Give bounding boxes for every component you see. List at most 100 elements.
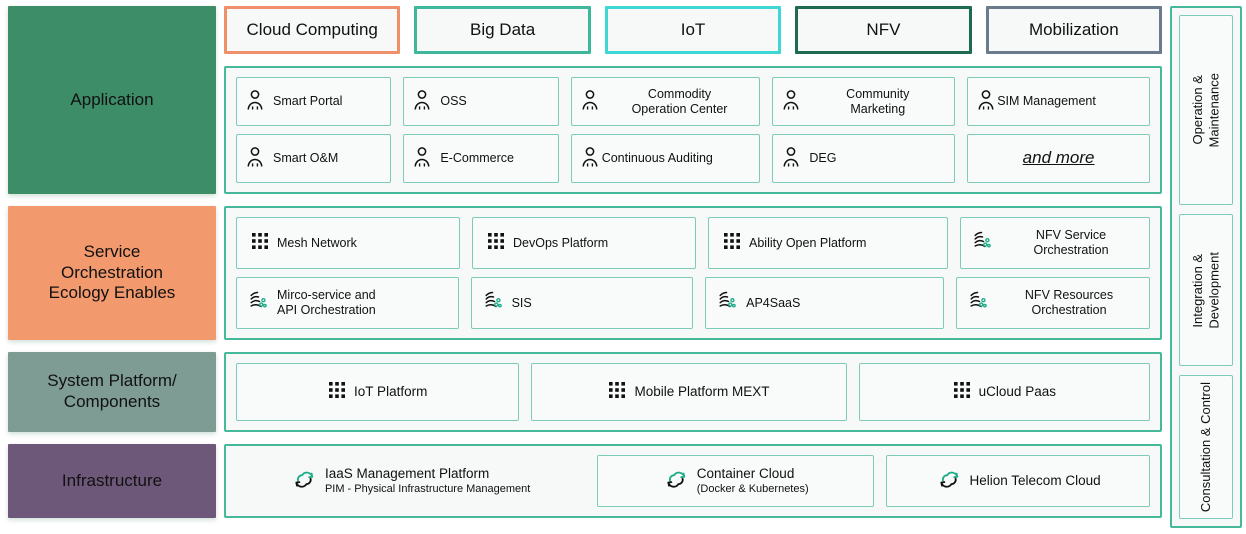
sys-cell-label: Mobile Platform MEXT [634,383,770,399]
application-row-2: Smart O&M E-Commerce Continuous Auditing… [236,134,1150,183]
dots-grid-icon [328,381,346,403]
layer-label-system: System Platform/ Components [8,352,216,432]
tag-label: IoT [680,20,706,39]
inf-cell-subtitle: (Docker & Kubernetes) [696,482,809,495]
tag-label: NFV [866,20,901,39]
person-icon [412,89,432,115]
app-cell-and-more[interactable]: and more [967,134,1150,183]
svc-cell-devops-platform[interactable]: DevOps Platform [472,217,696,269]
tag-label: Mobilization [1028,20,1119,39]
orchestration-icon [714,289,738,317]
sidebar-item-label: Operation & Maintenance [1189,72,1221,148]
app-cell-smart-om[interactable]: Smart O&M [236,134,392,183]
tag-cloud-computing[interactable]: Cloud Computing [224,6,401,54]
layer-infrastructure-text: Infrastructure [61,470,163,490]
svc-cell-nfv-service-orchestration[interactable]: NFV Service Orchestration [960,217,1150,269]
layer-service-text: Service Orchestration Ecology Enables [48,241,176,303]
dots-grid-icon [251,232,269,254]
app-cell-continuous-auditing[interactable]: Continuous Auditing [570,134,761,183]
app-cell-community-marketing[interactable]: Community Marketing [772,77,956,126]
tag-label: Cloud Computing [246,20,378,39]
app-cell-label: OSS [440,94,467,108]
sidebar-item-label: Consultation & Control [1197,381,1213,513]
dots-grid-icon [953,381,971,403]
layer-label-infrastructure: Infrastructure [8,444,216,518]
inf-cell-text: Container Cloud (Docker & Kubernetes) [697,466,809,497]
person-icon [976,89,996,115]
svc-cell-label: Mirco-service and API Orchestration [277,288,376,317]
cloud-icon [291,467,317,495]
tag-iot[interactable]: IoT [604,6,782,54]
inf-cell-subtitle: PIM - Physical Infrastructure Management [324,482,531,495]
svc-cell-label: Mesh Network [277,235,357,250]
app-cell-label: Smart O&M [273,151,339,165]
sidebar-item-operation-maintenance[interactable]: Operation & Maintenance [1179,15,1233,205]
sys-cell-mobile-platform-mext[interactable]: Mobile Platform MEXT [531,363,847,421]
inf-cell-text: IaaS Management Platform PIM - Physical … [325,466,530,497]
app-cell-label: DEG [809,151,837,165]
person-icon [245,89,265,115]
inf-cell-container-cloud[interactable]: Container Cloud (Docker & Kubernetes) [597,455,875,507]
app-cell-e-commerce[interactable]: E-Commerce [403,134,559,183]
orchestration-icon [480,289,504,317]
cloud-icon [936,467,962,495]
application-row-1: Smart Portal OSS Commodity Operation Cen… [236,77,1150,126]
app-cell-sim-management[interactable]: SIM Management [967,77,1150,126]
svc-cell-label: DevOps Platform [513,235,609,250]
svc-cell-sis[interactable]: SIS [470,277,694,329]
sys-cell-ucloud-paas[interactable]: uCloud Paas [858,363,1150,421]
svc-cell-mesh-network[interactable]: Mesh Network [236,217,460,269]
svc-cell-micro-service-api-orchestration[interactable]: Mirco-service and API Orchestration [236,277,459,329]
app-cell-deg[interactable]: DEG [772,134,956,183]
svc-cell-nfv-resources-orchestration[interactable]: NFV Resources Orchestration [956,277,1150,329]
app-cell-label: Community Marketing [846,86,910,116]
sys-cell-iot-platform[interactable]: IoT Platform [236,363,520,421]
layer-labels-column: Application Service Orchestration Ecolog… [8,6,216,528]
person-icon [781,146,801,172]
app-cell-label: Commodity Operation Center [631,86,728,116]
tag-big-data[interactable]: Big Data [414,6,591,54]
app-cell-label: SIM Management [997,94,1096,108]
sidebar-item-label: Integration & Development [1189,251,1221,329]
layer-label-service: Service Orchestration Ecology Enables [8,206,216,340]
app-cell-label: and more [1022,148,1095,168]
inf-cell-helion-telecom-cloud[interactable]: Helion Telecom Cloud [886,455,1150,507]
sidebar-item-integration-development[interactable]: Integration & Development [1179,214,1233,366]
person-icon [412,146,432,172]
app-cell-label: Continuous Auditing [601,151,713,165]
sys-cell-label: IoT Platform [354,383,428,399]
infrastructure-panel: IaaS Management Platform PIM - Physical … [224,444,1162,518]
inf-cell-title: IaaS Management Platform [324,465,490,481]
tag-nfv[interactable]: NFV [795,6,972,54]
dots-grid-icon [723,232,741,254]
app-cell-smart-portal[interactable]: Smart Portal [236,77,392,126]
svc-cell-ap4saas[interactable]: AP4SaaS [705,277,945,329]
person-icon [580,89,600,115]
inf-cell-title: Helion Telecom Cloud [969,472,1101,488]
cross-cutting-sidebar: Operation & Maintenance Integration & De… [1170,6,1242,528]
application-panel: Smart Portal OSS Commodity Operation Cen… [224,66,1162,194]
svc-cell-ability-open-platform[interactable]: Ability Open Platform [708,217,948,269]
orchestration-icon [965,289,989,317]
inf-cell-iaas-management-platform[interactable]: IaaS Management Platform PIM - Physical … [236,455,585,507]
svc-cell-label: NFV Service Orchestration [1033,228,1109,257]
layer-application-text: Application [70,89,154,109]
infrastructure-row-1: IaaS Management Platform PIM - Physical … [236,455,1150,507]
cloud-icon [663,467,689,495]
dots-grid-icon [487,232,505,254]
app-cell-oss[interactable]: OSS [403,77,559,126]
tag-label: Big Data [470,20,536,39]
domain-tag-row: Cloud Computing Big Data IoT NFV Mobiliz… [224,6,1163,54]
tag-mobilization[interactable]: Mobilization [985,6,1163,54]
system-row-1: IoT Platform Mobile Platform MEXT uCloud… [236,363,1150,421]
inf-cell-title: Container Cloud [696,465,795,481]
service-row-2: Mirco-service and API Orchestration SIS … [236,277,1150,329]
sidebar-item-consultation-control[interactable]: Consultation & Control [1179,375,1233,519]
svc-cell-label: AP4SaaS [746,295,801,310]
app-cell-label: Smart Portal [273,94,343,108]
app-cell-commodity-operation-center[interactable]: Commodity Operation Center [570,77,761,126]
svc-cell-label: Ability Open Platform [749,235,867,250]
layer-label-application: Application [8,6,216,194]
main-column: Cloud Computing Big Data IoT NFV Mobiliz… [224,6,1163,528]
person-icon [781,89,801,115]
